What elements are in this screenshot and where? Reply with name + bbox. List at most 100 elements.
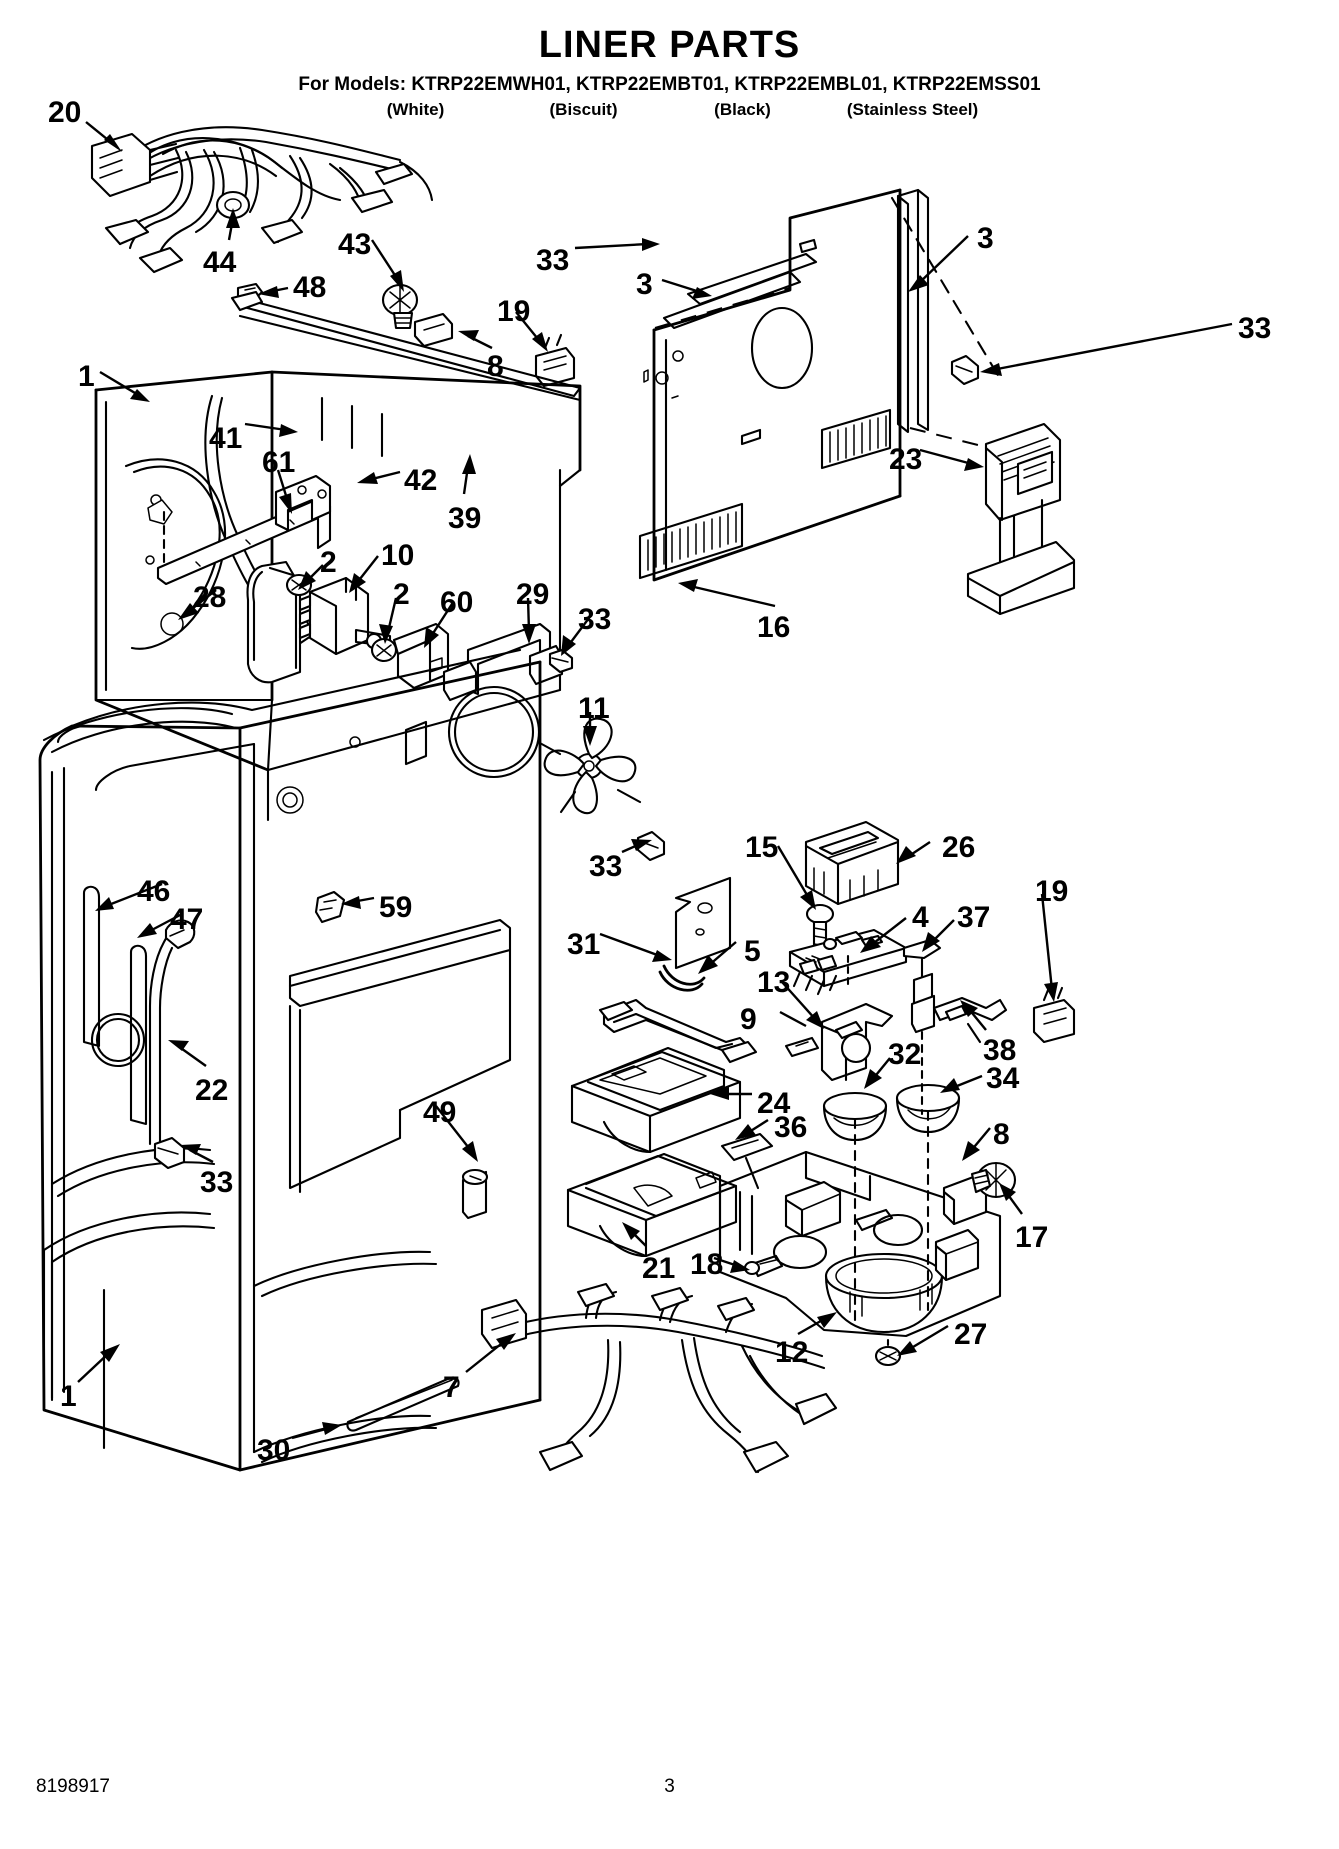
- part-air-duct-baffle: [600, 1000, 756, 1062]
- callout-number-44: 44: [203, 246, 237, 279]
- part-retainer-clip-59: [316, 892, 344, 922]
- callout-number-2: 2: [320, 546, 337, 579]
- callout-number-48: 48: [293, 271, 327, 304]
- part-main-wire-harness: [92, 127, 432, 272]
- part-liner-cabinet-lower: [40, 650, 540, 1470]
- part-drain-tube-22: [150, 920, 194, 1146]
- models-line: For Models: KTRP22EMWH01, KTRP22EMBT01, …: [298, 74, 1041, 95]
- part-light-socket-cup-34: [897, 1085, 959, 1310]
- part-foam-duct-lower: [568, 1154, 736, 1256]
- footer-page-number: 3: [664, 1776, 675, 1797]
- callout-number-29: 29: [516, 578, 550, 611]
- part-damper-actuator: [786, 1004, 892, 1080]
- part-grommet-plug-49: [463, 1170, 487, 1218]
- part-retaining-clip: [660, 966, 704, 990]
- callout-number-20: 20: [48, 96, 82, 129]
- part-support-rod-short: [131, 946, 146, 1124]
- part-air-tower-base: [720, 1152, 1000, 1336]
- part-screw-33e: [155, 1138, 184, 1168]
- callout-number-16: 16: [757, 611, 791, 644]
- callout-number-33: 33: [200, 1166, 234, 1199]
- color-label-biscuit: (Biscuit): [549, 100, 618, 119]
- callout-number-19: 19: [1035, 875, 1069, 908]
- callout-number-38: 38: [983, 1034, 1017, 1067]
- part-light-bulb: [383, 285, 417, 328]
- color-label-stainless: (Stainless Steel): [846, 100, 979, 119]
- callout-number-23: 23: [889, 443, 923, 476]
- part-mounting-plate: [676, 878, 730, 968]
- callout-number-33: 33: [1238, 312, 1272, 345]
- callout-number-33: 33: [578, 603, 612, 636]
- callout-number-2: 2: [393, 578, 410, 611]
- callout-number-3: 3: [636, 268, 653, 301]
- callout-number-1: 1: [78, 360, 95, 393]
- part-control-box-cover: [806, 822, 898, 904]
- callout-number-10: 10: [381, 539, 415, 572]
- callout-number-49: 49: [423, 1096, 457, 1129]
- part-support-rod-long: [84, 887, 99, 1046]
- callout-number-11: 11: [578, 692, 610, 725]
- part-wire-connector-lower: [1034, 988, 1074, 1042]
- callout-number-24: 24: [757, 1087, 791, 1120]
- part-evaporator-fan-blade: [538, 719, 640, 814]
- part-cover-tab-36: [722, 1134, 772, 1188]
- page-title: LINER PARTS: [538, 24, 801, 66]
- color-label-black: (Black): [714, 100, 771, 119]
- callout-number-9: 9: [740, 1003, 757, 1036]
- callout-number-43: 43: [338, 228, 372, 261]
- callout-number-17: 17: [1015, 1221, 1049, 1254]
- callout-number-12: 12: [775, 1336, 809, 1369]
- part-liner-trim-strips: [664, 190, 928, 432]
- part-damper-linkage: [904, 940, 1006, 1114]
- callout-number-59: 59: [379, 891, 413, 924]
- callout-number-42: 42: [404, 464, 438, 497]
- callout-number-34: 34: [986, 1062, 1020, 1095]
- callout-number-61: 61: [262, 446, 296, 479]
- callout-number-47: 47: [170, 903, 204, 936]
- color-label-white: (White): [386, 100, 445, 119]
- part-light-bulb-socket: [415, 314, 452, 346]
- part-foam-duct-upper: [572, 1048, 740, 1152]
- color-legend-row: (White) (Biscuit) (Black) (Stainless Steel): [0, 100, 1339, 120]
- part-rear-liner-panel: [640, 190, 1006, 580]
- callout-number-22: 22: [195, 1074, 229, 1107]
- callout-number-28: 28: [193, 581, 227, 614]
- callout-number-37: 37: [957, 901, 991, 934]
- callout-number-27: 27: [954, 1318, 988, 1351]
- callout-number-4: 4: [912, 901, 929, 934]
- footer-part-number: 8198917: [36, 1776, 110, 1797]
- callout-number-3: 3: [977, 222, 994, 255]
- part-water-dispenser-module: [968, 424, 1074, 614]
- callout-number-18: 18: [690, 1248, 724, 1281]
- callout-number-8: 8: [993, 1118, 1010, 1151]
- callout-number-8: 8: [487, 350, 504, 383]
- callout-number-5: 5: [744, 935, 761, 968]
- part-screw-2b: [372, 639, 396, 661]
- callout-number-46: 46: [137, 875, 171, 908]
- callout-number-33: 33: [589, 850, 623, 883]
- callout-number-60: 60: [440, 586, 474, 619]
- vent-grille-left: [640, 504, 742, 578]
- callout-number-36: 36: [774, 1111, 808, 1144]
- callout-number-13: 13: [757, 966, 791, 999]
- callout-number-33: 33: [536, 244, 570, 277]
- callout-number-7: 7: [443, 1371, 460, 1404]
- part-liner-cabinet-upper: [96, 372, 580, 820]
- callout-number-32: 32: [888, 1038, 922, 1071]
- leader-lines: [78, 122, 1232, 1438]
- callout-number-31: 31: [567, 928, 601, 961]
- callout-number-26: 26: [942, 831, 976, 864]
- part-lamp-bulb-small: [745, 1256, 782, 1276]
- callout-number-39: 39: [448, 502, 482, 535]
- part-electronic-control-board: [790, 930, 906, 994]
- part-harness-grommet: [217, 192, 249, 218]
- callout-number-1: 1: [60, 1380, 77, 1413]
- part-screw-33b: [952, 356, 978, 384]
- part-trim-rod-30: [347, 1377, 458, 1430]
- callout-number-15: 15: [745, 831, 779, 864]
- part-nut-27: [876, 1340, 900, 1365]
- callout-number-41: 41: [209, 422, 243, 455]
- callout-number-19: 19: [497, 295, 531, 328]
- part-screw-33c: [550, 650, 572, 672]
